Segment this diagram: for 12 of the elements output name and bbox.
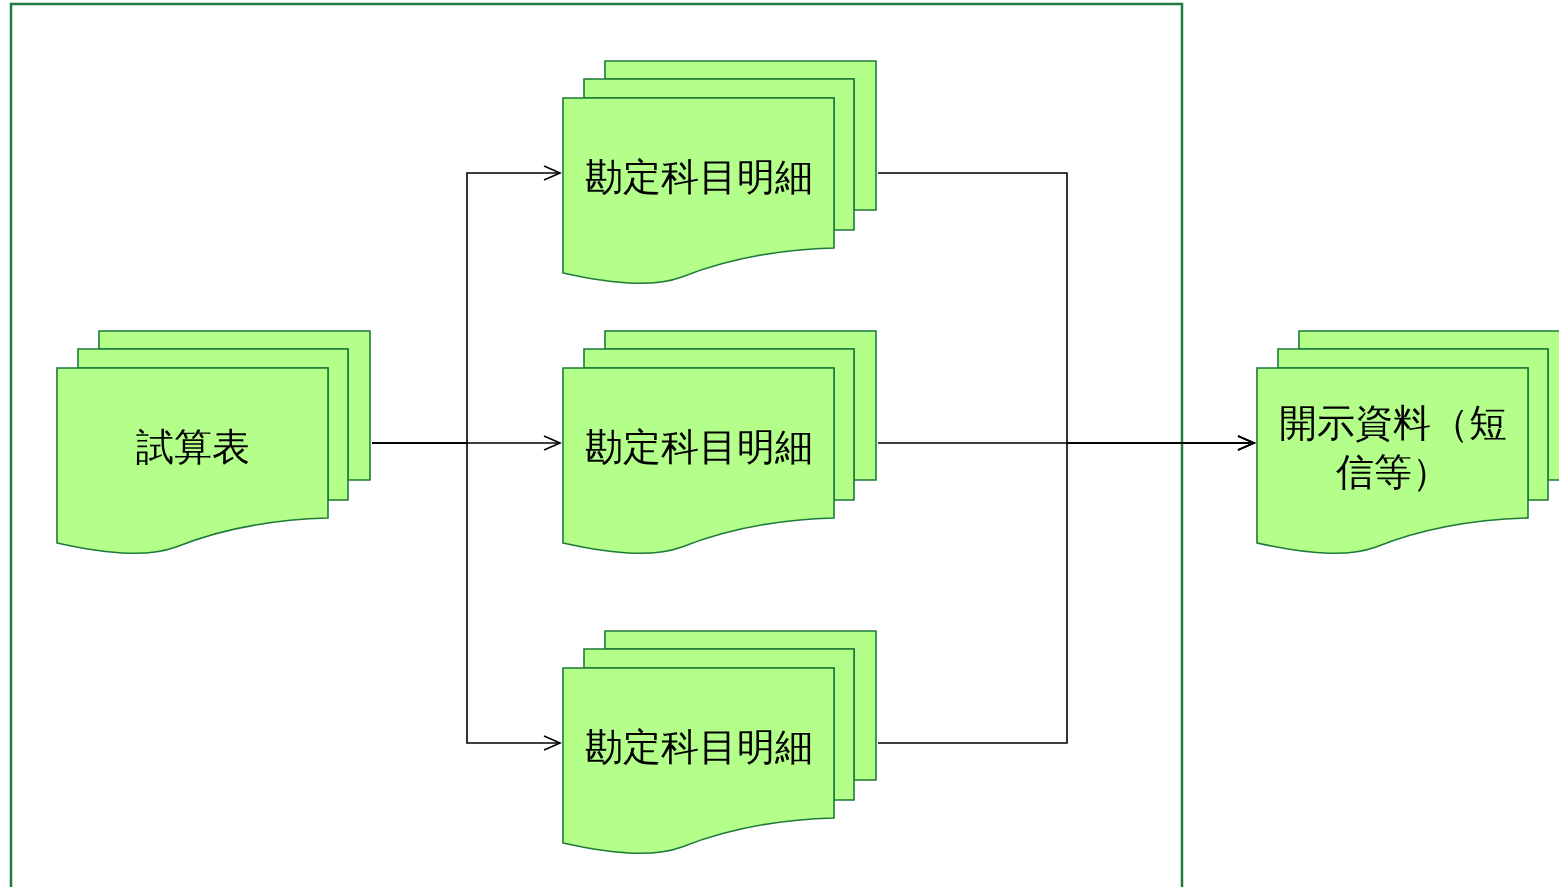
document-label: 試算表 — [136, 424, 250, 472]
arrow — [371, 442, 561, 751]
document-label: 勘定科目明細 — [585, 154, 813, 202]
document-label: 勘定科目明細 — [585, 424, 813, 472]
multi-document-shape — [562, 330, 877, 555]
arrow — [877, 435, 1255, 744]
multi-document-shape — [562, 630, 877, 855]
document-label: 勘定科目明細 — [585, 724, 813, 772]
multi-document-shape — [1256, 330, 1559, 555]
multi-document-shape — [56, 330, 371, 555]
document-label: 開示資料（短信等） — [1278, 399, 1508, 496]
multi-document-shape — [562, 60, 877, 285]
